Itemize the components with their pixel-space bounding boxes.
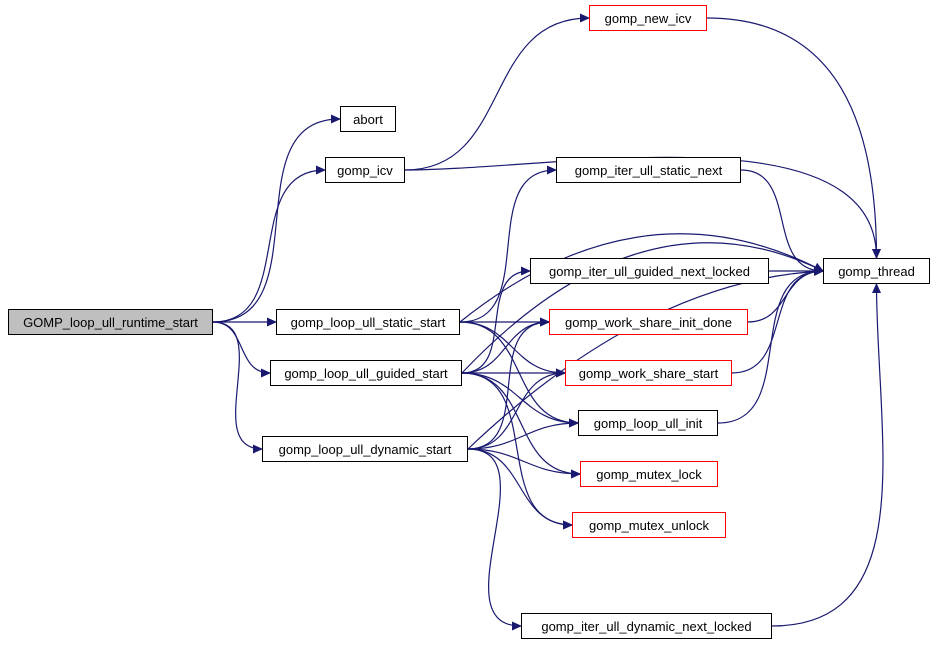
edge-gomp_loop_ull_init-to-gomp_thread <box>717 266 824 424</box>
edge-gomp_loop_ull_dynamic_start-to-gomp_loop_ull_init <box>467 418 579 450</box>
edge-gomp_loop_ull_static_start-to-gomp_thread <box>459 233 824 323</box>
node-gomp_thread[interactable]: gomp_thread <box>823 258 930 284</box>
node-gomp_loop_ull_static_start[interactable]: gomp_loop_ull_static_start <box>276 309 460 335</box>
node-gomp_icv[interactable]: gomp_icv <box>325 157 405 183</box>
edge-gomp_new_icv-to-gomp_thread <box>706 17 881 259</box>
edge-gomp_loop_ull_guided_start-to-gomp_iter_ull_guided_next_locked <box>461 266 531 374</box>
edge-gomp_iter_ull_dynamic_next_locked-to-gomp_thread <box>771 283 884 627</box>
edge-gomp_loop_ull_dynamic_start-to-gomp_work_share_start <box>467 368 566 450</box>
edge-gomp_loop_ull_guided_start-to-gomp_work_share_init_done <box>461 317 550 374</box>
edge-gomp_icv-to-gomp_new_icv <box>404 13 590 171</box>
edge-gomp_loop_ull_guided_start-to-gomp_thread <box>461 242 824 374</box>
edge-GOMP_loop_ull_runtime_start-to-gomp_icv <box>212 165 326 323</box>
edge-GOMP_loop_ull_runtime_start-to-abort <box>212 114 341 323</box>
node-gomp_iter_ull_guided_next_locked[interactable]: gomp_iter_ull_guided_next_locked <box>530 258 769 284</box>
edge-GOMP_loop_ull_runtime_start-to-gomp_loop_ull_dynamic_start <box>212 321 263 454</box>
node-abort[interactable]: abort <box>340 106 396 132</box>
node-gomp_work_share_init_done[interactable]: gomp_work_share_init_done <box>549 309 748 335</box>
edge-gomp_loop_ull_dynamic_start-to-gomp_mutex_lock <box>467 448 581 479</box>
node-gomp_work_share_start[interactable]: gomp_work_share_start <box>565 360 732 386</box>
node-gomp_iter_ull_static_next[interactable]: gomp_iter_ull_static_next <box>556 157 741 183</box>
edges-group <box>212 13 884 631</box>
node-GOMP_loop_ull_runtime_start: GOMP_loop_ull_runtime_start <box>8 309 213 335</box>
edge-gomp_work_share_start-to-gomp_thread <box>731 266 824 374</box>
node-gomp_loop_ull_init[interactable]: gomp_loop_ull_init <box>578 410 718 436</box>
edge-gomp_iter_ull_static_next-to-gomp_thread <box>740 169 824 276</box>
edge-gomp_loop_ull_dynamic_start-to-gomp_mutex_unlock <box>467 448 573 530</box>
edge-gomp_loop_ull_dynamic_start-to-gomp_iter_ull_dynamic_next_locked <box>467 448 522 631</box>
node-gomp_loop_ull_guided_start[interactable]: gomp_loop_ull_guided_start <box>270 360 462 386</box>
node-gomp_new_icv[interactable]: gomp_new_icv <box>589 5 707 31</box>
node-gomp_mutex_lock[interactable]: gomp_mutex_lock <box>580 461 718 487</box>
edge-GOMP_loop_ull_runtime_start-to-gomp_loop_ull_guided_start <box>212 321 271 378</box>
node-gomp_iter_ull_dynamic_next_locked[interactable]: gomp_iter_ull_dynamic_next_locked <box>521 613 772 639</box>
edge-gomp_loop_ull_guided_start-to-gomp_loop_ull_init <box>461 372 579 428</box>
edge-gomp_loop_ull_static_start-to-gomp_iter_ull_static_next <box>459 165 557 323</box>
node-gomp_mutex_unlock[interactable]: gomp_mutex_unlock <box>572 512 726 538</box>
edge-gomp_loop_ull_dynamic_start-to-gomp_work_share_init_done <box>467 317 550 450</box>
node-gomp_loop_ull_dynamic_start[interactable]: gomp_loop_ull_dynamic_start <box>262 436 468 462</box>
